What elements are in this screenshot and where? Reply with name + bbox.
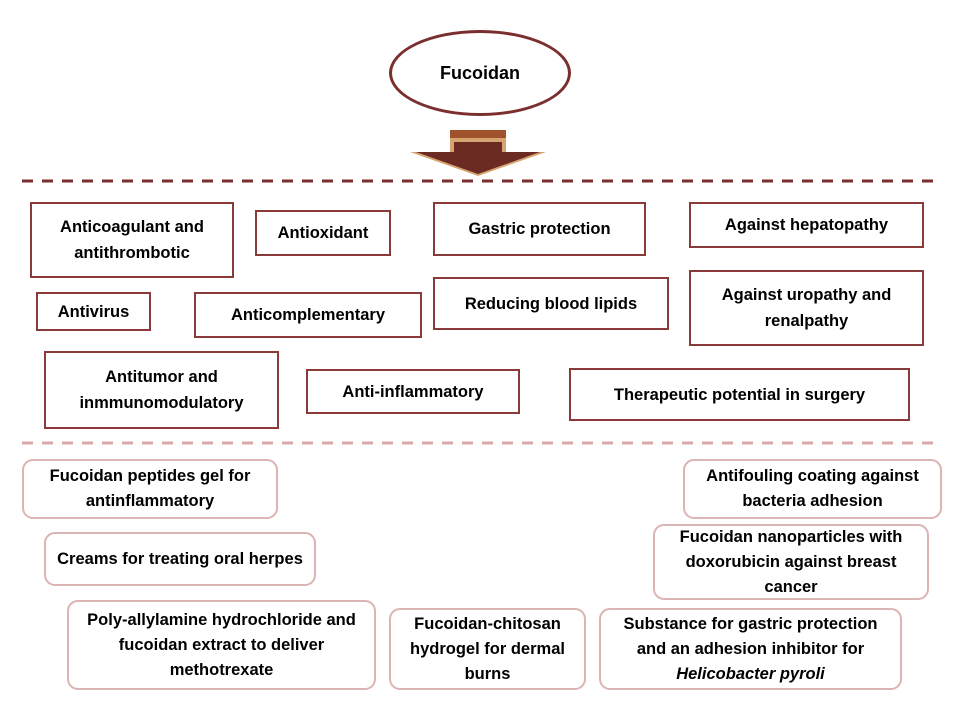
property-antioxidant: Antioxidant	[255, 210, 391, 256]
root-label: Fucoidan	[440, 62, 520, 83]
property-label: Against hepatopathy	[724, 216, 889, 234]
property-anticoagulant: Anticoagulant and antithrombotic	[30, 202, 234, 278]
property-gastric-protection: Gastric protection	[433, 202, 646, 256]
application-label: Creams for treating oral herpes	[57, 549, 303, 568]
application-label-text: Substance for gastric protection and an …	[623, 614, 878, 658]
application-label: Antifouling coating against bacteria adh…	[706, 467, 919, 510]
application-peptides-gel: Fucoidan peptides gel for antinflammator…	[22, 459, 278, 519]
application-antifouling: Antifouling coating against bacteria adh…	[683, 459, 942, 519]
property-label: Anticoagulant and antithrombotic	[60, 218, 204, 262]
property-label: Antioxidant	[277, 224, 369, 242]
property-label: Anti-inflammatory	[342, 382, 484, 401]
property-antitumor: Antitumor and inmmunomodulatory	[44, 351, 279, 429]
application-label-italic: Helicobacter pyroli	[676, 664, 825, 683]
application-label: Fucoidan-chitosan hydrogel for dermal bu…	[410, 614, 565, 683]
application-nanoparticles: Fucoidan nanoparticles with doxorubicin …	[653, 524, 929, 600]
property-label: Anticomplementary	[230, 306, 386, 324]
root-node-fucoidan: Fucoidan	[389, 30, 571, 116]
property-label: Antitumor and inmmunomodulatory	[79, 368, 244, 412]
property-label: Reducing blood lipids	[464, 294, 638, 313]
property-anticomplementary: Anticomplementary	[194, 292, 422, 338]
property-antivirus: Antivirus	[36, 292, 151, 331]
property-label: Gastric protection	[468, 220, 611, 238]
application-poly-allylamine: Poly-allylamine hydrochloride and fucoid…	[67, 600, 376, 690]
down-arrow-icon	[410, 130, 546, 176]
property-surgery: Therapeutic potential in surgery	[569, 368, 910, 421]
property-label: Therapeutic potential in surgery	[613, 385, 866, 404]
application-creams-herpes: Creams for treating oral herpes	[44, 532, 316, 586]
application-chitosan-hydrogel: Fucoidan-chitosan hydrogel for dermal bu…	[389, 608, 586, 690]
property-label: Antivirus	[57, 302, 130, 321]
application-label: Poly-allylamine hydrochloride and fucoid…	[87, 610, 356, 679]
application-label: Fucoidan nanoparticles with doxorubicin …	[679, 527, 903, 596]
application-label: Fucoidan peptides gel for antinflammator…	[49, 467, 251, 510]
application-gastric-substance: Substance for gastric protection and an …	[599, 608, 902, 690]
property-blood-lipids: Reducing blood lipids	[433, 277, 669, 330]
property-anti-inflammatory: Anti-inflammatory	[306, 369, 520, 414]
property-hepatopathy: Against hepatopathy	[689, 202, 924, 248]
property-uropathy: Against uropathy and renalpathy	[689, 270, 924, 346]
application-label: Substance for gastric protection and an …	[607, 612, 894, 687]
property-label: Against uropathy and renalpathy	[721, 286, 892, 330]
